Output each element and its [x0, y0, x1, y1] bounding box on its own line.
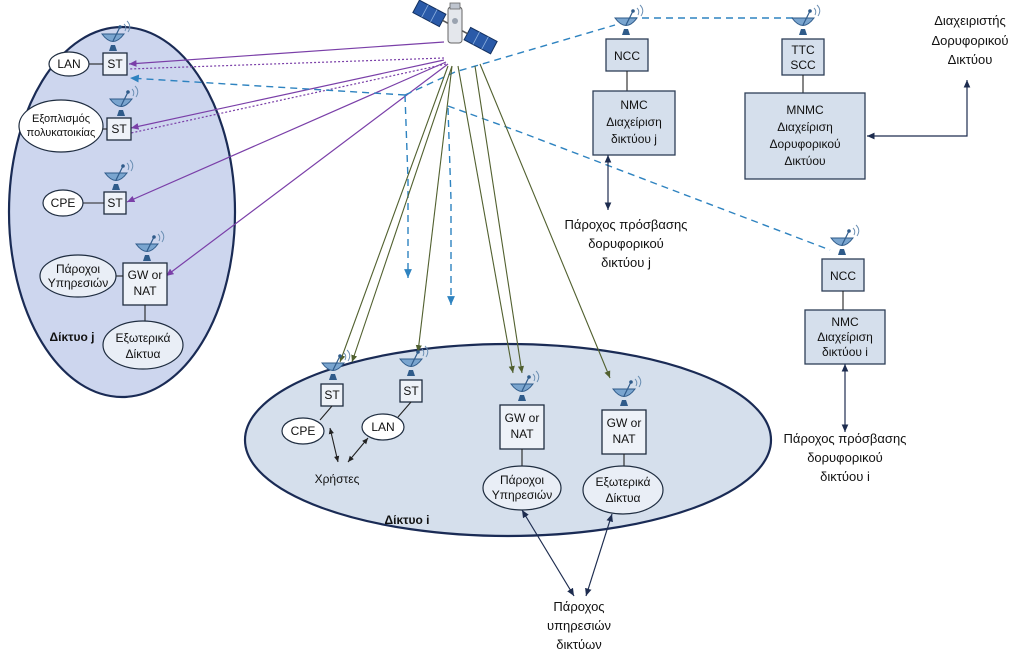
ncc-label: NCC: [830, 269, 856, 283]
arrow-lan-users: [347, 437, 369, 463]
users-label: Χρήστες: [315, 472, 360, 486]
st-label: ST: [403, 384, 419, 398]
provider-i-label-2: δορυφορικού: [807, 450, 883, 465]
satellite-dish-icon: [614, 4, 644, 36]
satellite-icon: [412, 0, 498, 55]
lan-node-j: [48, 51, 90, 77]
service-provider-label-2: υπηρεσιών: [547, 618, 611, 633]
cpe-label: CPE: [291, 424, 316, 438]
gw-box-j: [122, 262, 168, 306]
nmc-label-2: Διαχείριση: [606, 115, 662, 129]
external-networks-node-i: [582, 465, 664, 515]
arrow-cpe-users: [328, 427, 340, 463]
network-i-title: Δίκτυο i: [385, 513, 430, 527]
provider-i-label-1: Πάροχος πρόσβασης: [784, 431, 907, 446]
gw-label-1: GW or: [607, 416, 642, 430]
gw-box-ext-i: [601, 409, 647, 455]
operator-label-2: Δορυφορικού: [931, 33, 1008, 48]
st-label: ST: [111, 122, 127, 136]
providers-label-1: Πάροχοι: [500, 473, 544, 487]
nmc-box-j: [592, 90, 676, 156]
gw-label-1: GW or: [128, 268, 163, 282]
lan-node-i: [361, 413, 405, 441]
st-label: ST: [107, 57, 123, 71]
gw-label-2: NAT: [510, 427, 534, 441]
satellite-dish-icon: [830, 224, 860, 256]
nmc-label-1: NMC: [620, 98, 648, 112]
provider-i-label-3: δικτύου i: [820, 469, 870, 484]
operator-label-3: Δικτύου: [948, 52, 993, 67]
lan-label: LAN: [57, 57, 80, 71]
arrow-external-service: [585, 513, 613, 597]
ncc-box-j: [605, 38, 649, 72]
service-provider-label-3: δικτύων: [556, 637, 602, 652]
external-label-1: Εξωτερικά: [596, 475, 651, 489]
external-networks-node-j: [102, 320, 184, 370]
dashed-link-down-2: [447, 107, 455, 305]
providers-label-2: Υπηρεσιών: [492, 488, 553, 502]
st-label: ST: [324, 388, 340, 402]
ttc-label: TTC: [791, 43, 815, 57]
link-sat-st-cpe-i-2: [351, 65, 453, 363]
gw-label-2: NAT: [612, 432, 636, 446]
satellite-dish-icon: [791, 4, 821, 36]
link-sat-st-cpe-i: [339, 65, 449, 363]
cpe-label: CPE: [51, 196, 76, 210]
external-label-1: Εξωτερικά: [116, 331, 171, 345]
external-label-2: Δίκτυα: [126, 347, 161, 361]
nmc-label-3: δικτύου j: [611, 132, 657, 146]
link-sat-gw-j: [165, 63, 449, 277]
building-label-1: Εξοπλισμός: [32, 113, 90, 125]
provider-j-label-2: δορυφορικού: [588, 236, 664, 251]
dashed-link-to-network-j: [129, 74, 406, 96]
provider-j-label-1: Πάροχος πρόσβασης: [565, 217, 688, 232]
link-sat-building-st: [130, 59, 445, 130]
scc-label: SCC: [790, 58, 816, 72]
mnmc-label-3: Δορυφορικού: [769, 137, 840, 151]
service-providers-node-j: [39, 254, 117, 298]
arrow-operator-mnmc: [867, 80, 971, 140]
dashed-link-ncc-j: [404, 24, 616, 96]
link-sat-building-dotted: [130, 63, 447, 134]
nmc-label-1: NMC: [831, 315, 859, 329]
gw-label-2: NAT: [133, 284, 157, 298]
mnmc-label-2: Διαχείριση: [777, 120, 833, 134]
link-sat-cpe-st: [126, 61, 447, 203]
building-label-2: πολυκατοικίας: [27, 127, 96, 139]
dashed-link-ncc-i: [447, 105, 831, 251]
providers-label-1: Πάροχοι: [56, 262, 100, 276]
providers-label-2: Υπηρεσιών: [48, 276, 109, 290]
dashed-link-down-1: [404, 94, 412, 278]
provider-j-label-3: δικτύου j: [601, 255, 651, 270]
arrow-providers-service: [521, 509, 575, 597]
mnmc-label-4: Δικτύου: [784, 154, 825, 168]
network-j-title: Δίκτυο j: [50, 330, 95, 344]
external-label-2: Δίκτυα: [606, 491, 641, 505]
ncc-label: NCC: [614, 49, 640, 63]
lan-label: LAN: [371, 420, 394, 434]
link-sat-gw-i-2: [474, 65, 524, 374]
nmc-label-3: δικτύου i: [822, 345, 868, 359]
cpe-node-i: [281, 417, 325, 445]
service-provider-label-1: Πάροχος: [553, 599, 604, 614]
building-equipment-node: [18, 99, 104, 153]
cpe-node-j: [42, 189, 84, 217]
operator-label-1: Διαχειριστής: [934, 13, 1006, 28]
link-sat-lan-st: [128, 41, 445, 67]
gw-label-1: GW or: [505, 411, 540, 425]
nmc-label-2: Διαχείριση: [817, 330, 873, 344]
link-sat-gw-i: [457, 65, 515, 374]
link-sat-lan-st-dotted: [128, 57, 445, 70]
mnmc-label-1: MNMC: [786, 103, 824, 117]
link-sat-st-lan-i: [415, 65, 453, 353]
mnmc-box: [744, 92, 866, 180]
gw-box-i: [499, 404, 545, 450]
st-label: ST: [107, 196, 123, 210]
link-sat-gw-ext-i: [479, 63, 611, 379]
